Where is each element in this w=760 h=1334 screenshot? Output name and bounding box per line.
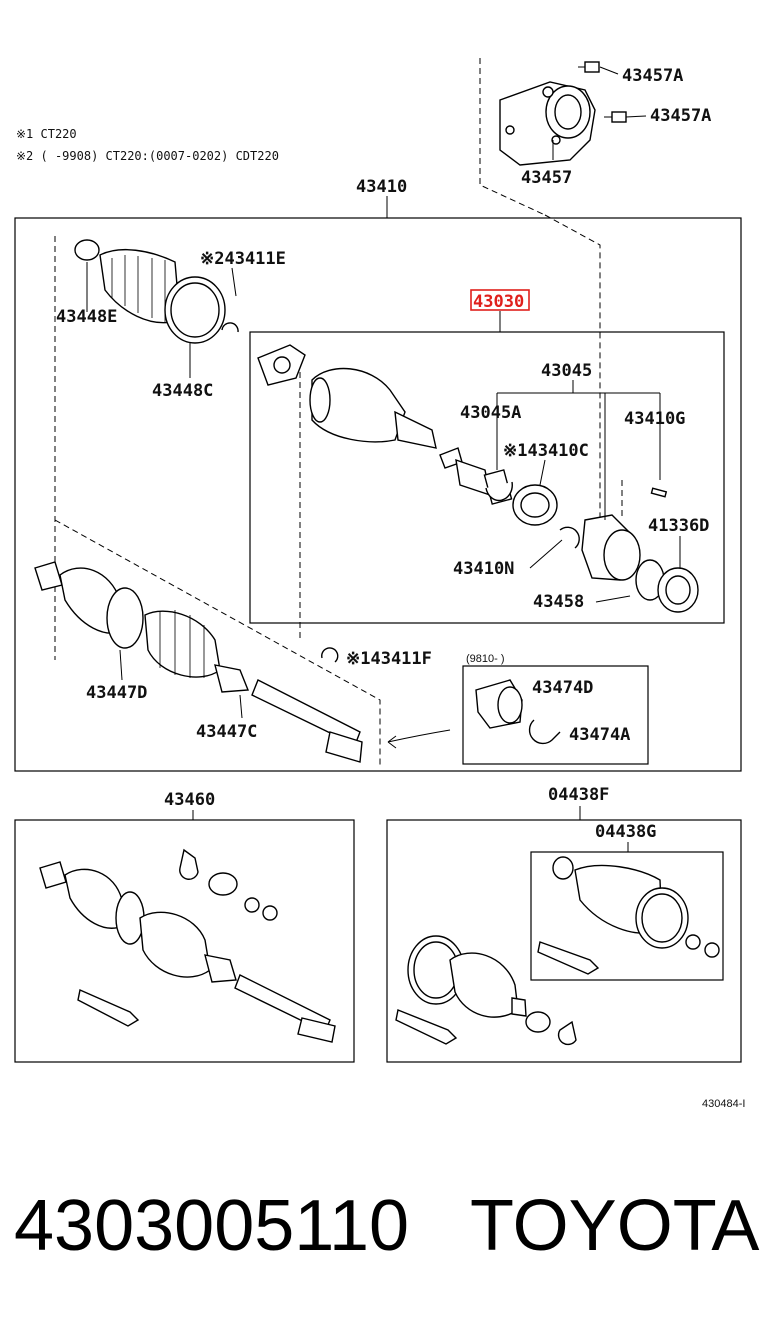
boot-kit-04438-part — [395, 856, 720, 1046]
label-04438F: 04438F — [548, 785, 609, 805]
outer-boot-kit-part — [54, 236, 239, 660]
note-1: ※1 CT220 — [16, 127, 77, 141]
label-43457A-bottom: 43457A — [650, 106, 711, 126]
label-43448E: 43448E — [56, 307, 117, 327]
label-9810: (9810- ) — [466, 653, 505, 665]
damper-box — [462, 665, 649, 765]
bearing-bracket-part — [479, 58, 647, 216]
label-43458: 43458 — [533, 592, 584, 612]
label-43030: 43030 — [473, 292, 524, 312]
label-43045A: 43045A — [460, 403, 521, 423]
label-43447D: 43447D — [86, 683, 147, 703]
inboard-joint-part — [257, 344, 699, 640]
label-43460: 43460 — [164, 790, 215, 810]
highlight-43030 — [470, 289, 530, 311]
assembly-box-04438F — [386, 819, 742, 1063]
label-43410: 43410 — [356, 177, 407, 197]
assembly-box-04438G — [530, 851, 724, 981]
label-41336D: 41336D — [648, 516, 709, 536]
label-43045: 43045 — [541, 361, 592, 381]
assembly-box-43460 — [14, 819, 355, 1063]
label-43474D: 43474D — [532, 678, 593, 698]
label-43448C: 43448C — [152, 381, 213, 401]
label-43410N: 43410N — [453, 559, 514, 579]
label-43410C: ※143410C — [503, 441, 589, 461]
brand-name: TOYOTA — [470, 1186, 760, 1266]
snap-ring-part — [321, 647, 339, 663]
assembly-box-43030 — [249, 331, 725, 624]
label-04438G: 04438G — [595, 822, 656, 842]
label-43474A: 43474A — [569, 725, 630, 745]
label-43457A-top: 43457A — [622, 66, 683, 86]
label-43411F: ※143411F — [346, 649, 432, 669]
part-number: 4303005110 — [14, 1186, 410, 1266]
note-2: ※2 ( -9908) CT220:(0007-0202) CDT220 — [16, 149, 279, 163]
dynamic-damper-part — [387, 679, 561, 749]
shaft-kit-43460-part — [39, 848, 336, 1043]
label-43457: 43457 — [521, 168, 572, 188]
label-43447C: 43447C — [196, 722, 257, 742]
label-43411E: ※243411E — [200, 249, 286, 269]
diagram-code: 430484-I — [702, 1098, 745, 1110]
label-43410G: 43410G — [624, 409, 685, 429]
assembly-box-43410 — [14, 217, 742, 772]
drive-shaft-part — [34, 519, 381, 765]
